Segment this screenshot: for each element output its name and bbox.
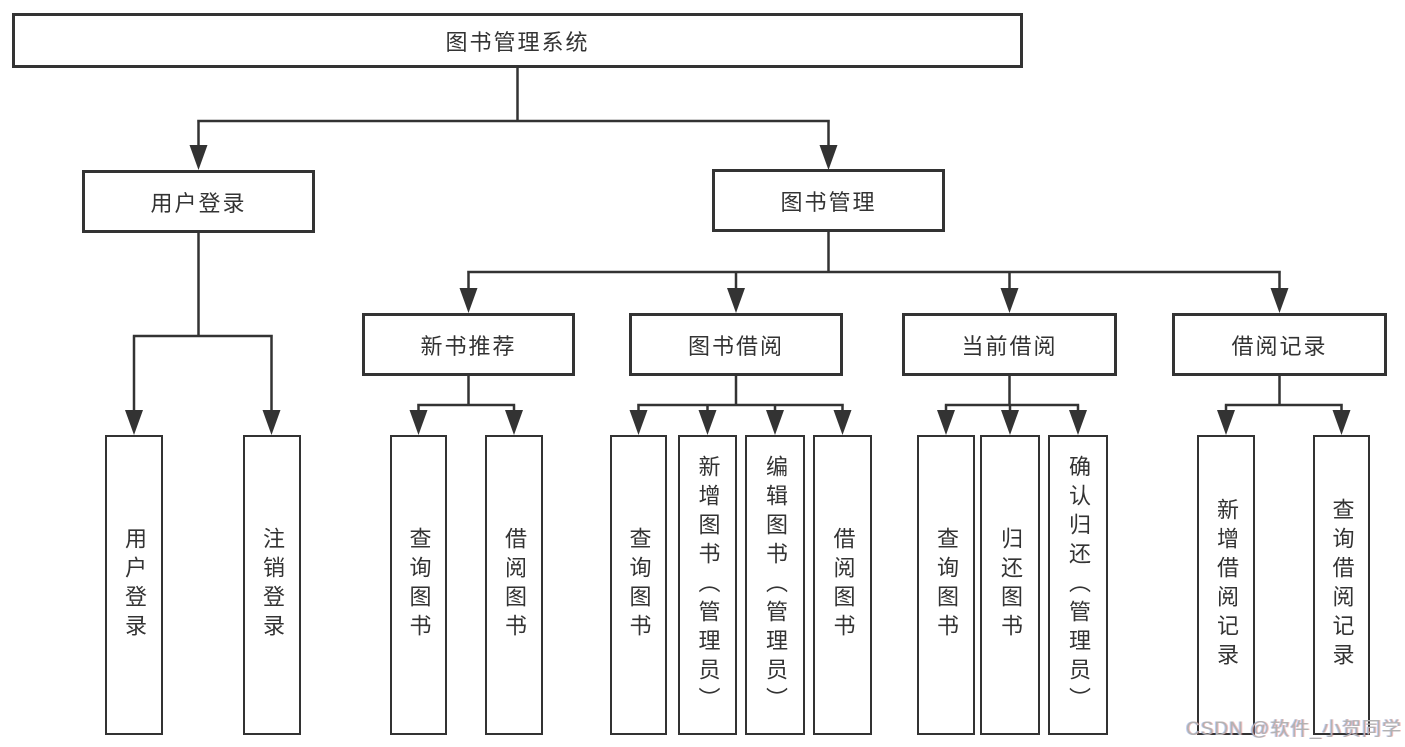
- leaf-current-confirm-return-admin: 确认归还（管理员）: [1048, 435, 1108, 735]
- leaf-borrowing-add-book-admin: 新增图书（管理员）: [678, 435, 737, 735]
- leaf-current-return-books: 归还图书: [980, 435, 1040, 735]
- node-root-library-system: 图书管理系统: [12, 13, 1023, 68]
- node-new-book-recommend: 新书推荐: [362, 313, 575, 376]
- leaf-newbook-query-books: 查询图书: [390, 435, 447, 735]
- leaf-user-login: 用户登录: [105, 435, 163, 735]
- node-book-borrowing: 图书借阅: [629, 313, 843, 376]
- node-borrowing-records: 借阅记录: [1172, 313, 1387, 376]
- leaf-borrowing-borrow-books: 借阅图书: [813, 435, 872, 735]
- leaf-records-query-record: 查询借阅记录: [1313, 435, 1370, 735]
- csdn-watermark: CSDN @软件_小贺同学: [1186, 719, 1402, 740]
- leaf-newbook-borrow-books: 借阅图书: [485, 435, 543, 735]
- leaf-borrowing-query-books: 查询图书: [610, 435, 667, 735]
- leaf-records-add-record: 新增借阅记录: [1197, 435, 1255, 735]
- leaf-current-query-books: 查询图书: [917, 435, 975, 735]
- leaf-borrowing-edit-book-admin: 编辑图书（管理员）: [745, 435, 805, 735]
- node-book-management: 图书管理: [712, 169, 945, 232]
- leaf-logout: 注销登录: [243, 435, 301, 735]
- arrowheads: [125, 145, 1351, 435]
- node-user-login: 用户登录: [82, 170, 315, 233]
- node-current-borrowing: 当前借阅: [902, 313, 1117, 376]
